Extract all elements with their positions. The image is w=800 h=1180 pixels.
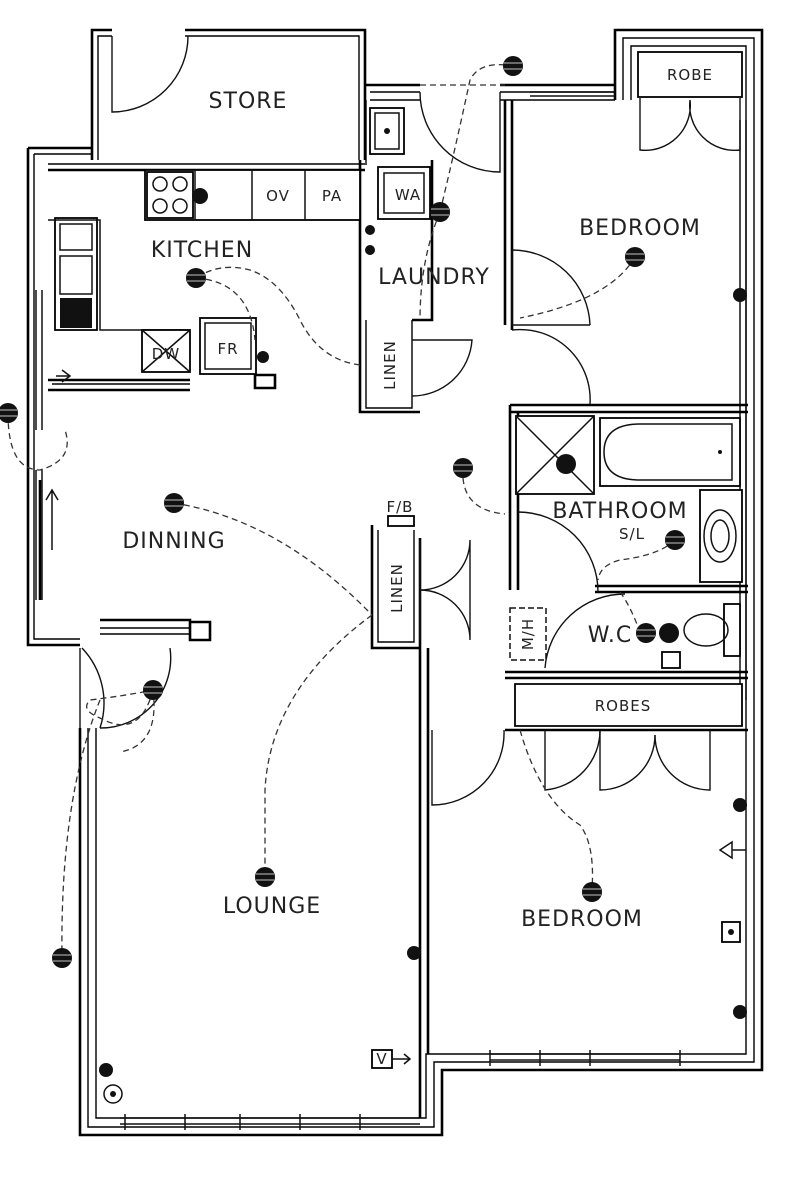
light-point-exterior-left bbox=[52, 948, 72, 968]
bathroom-label: BATHROOM bbox=[552, 499, 687, 524]
doors bbox=[38, 35, 741, 806]
light-point-bedroom1 bbox=[625, 247, 645, 267]
lounge-label: LOUNGE bbox=[223, 894, 321, 919]
light-point-hall bbox=[453, 458, 473, 478]
light-point-lounge bbox=[255, 867, 275, 887]
light-point-bathroom bbox=[665, 530, 685, 550]
light-point-entry bbox=[143, 680, 163, 700]
kitchen-label: KITCHEN bbox=[151, 238, 253, 263]
wc-label: W.C bbox=[588, 623, 633, 648]
fixtures bbox=[48, 51, 743, 1104]
linen-laundry-label: LINEN bbox=[381, 340, 399, 390]
pantry-label: PA bbox=[322, 187, 342, 205]
laundry-label: LAUNDRY bbox=[378, 265, 490, 290]
light-point-dining bbox=[164, 493, 184, 513]
linen-hall-label: LINEN bbox=[388, 563, 406, 613]
light-point-wc bbox=[636, 623, 656, 643]
fb-label: F/B bbox=[387, 498, 414, 516]
washer-label: WA bbox=[395, 186, 421, 204]
light-point-bedroom2 bbox=[582, 882, 602, 902]
light-point-laundry bbox=[430, 202, 450, 222]
wiring bbox=[7, 63, 676, 957]
light-point-kitchen bbox=[186, 268, 206, 288]
bedroom-2-label: BEDROOM bbox=[521, 907, 643, 932]
dishwasher-label: DW bbox=[152, 345, 180, 363]
bedroom-1-label: BEDROOM bbox=[579, 216, 701, 241]
oven-label: OV bbox=[266, 187, 290, 205]
power-points bbox=[0, 56, 747, 1077]
room-labels: STORE ROBE KITCHEN OV PA WA LAUNDRY BEDR… bbox=[122, 66, 713, 1068]
v-label: V bbox=[376, 1050, 387, 1068]
robe-label: ROBE bbox=[667, 66, 713, 84]
light-point-laundry-top bbox=[503, 56, 523, 76]
windows bbox=[35, 91, 747, 1130]
light-point-exterior-dining bbox=[0, 403, 18, 423]
robes-label: ROBES bbox=[595, 697, 652, 715]
dining-label: DINNING bbox=[122, 529, 225, 554]
fridge-label: FR bbox=[217, 340, 238, 358]
mh-label: M/H bbox=[519, 618, 537, 650]
store-label: STORE bbox=[209, 89, 288, 114]
sl-label: S/L bbox=[619, 525, 645, 543]
